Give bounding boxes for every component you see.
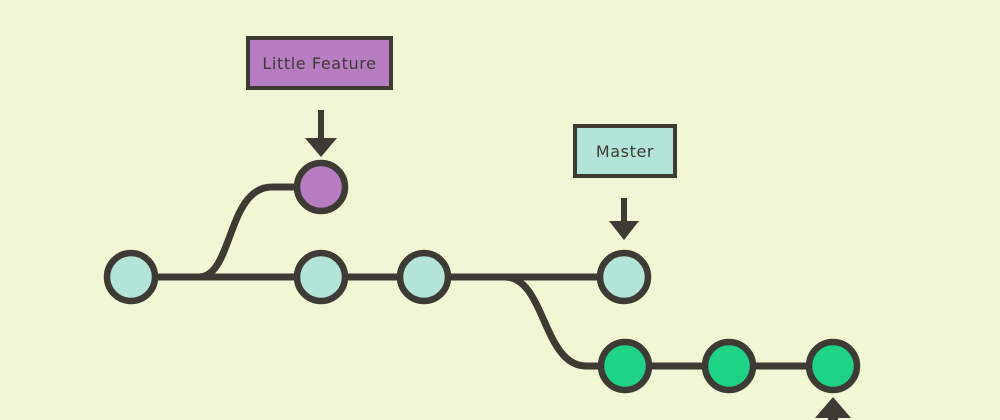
commit-node-little-feature[interactable]	[293, 159, 349, 215]
green-branch-line	[501, 273, 837, 370]
commit-node-master-head[interactable]	[596, 249, 652, 305]
branch-label-master[interactable]: Master	[573, 124, 677, 178]
green-branch-path	[501, 273, 629, 370]
master-commit-nodes	[103, 249, 652, 305]
little-feature-branch-line	[195, 183, 300, 281]
branch-label-little-feature[interactable]: Little Feature	[246, 36, 393, 90]
commit-node-master-2[interactable]	[293, 249, 349, 305]
branch-label-little-feature-text: Little Feature	[262, 53, 377, 73]
commit-node-green-1[interactable]	[597, 338, 653, 394]
little-feature-branch-path	[195, 183, 300, 281]
branch-label-master-text: Master	[595, 141, 655, 161]
commit-node-master-1[interactable]	[103, 249, 159, 305]
green-commit-nodes	[597, 338, 861, 394]
commit-node-green-2[interactable]	[701, 338, 757, 394]
commit-node-master-3[interactable]	[396, 249, 452, 305]
arrow-down-little-feature-icon	[305, 110, 337, 157]
arrow-down-master-icon	[609, 198, 639, 240]
little-feature-commit-nodes	[293, 159, 349, 215]
commit-node-green-3[interactable]	[805, 338, 861, 394]
arrow-up-green-branch-icon	[815, 397, 851, 420]
